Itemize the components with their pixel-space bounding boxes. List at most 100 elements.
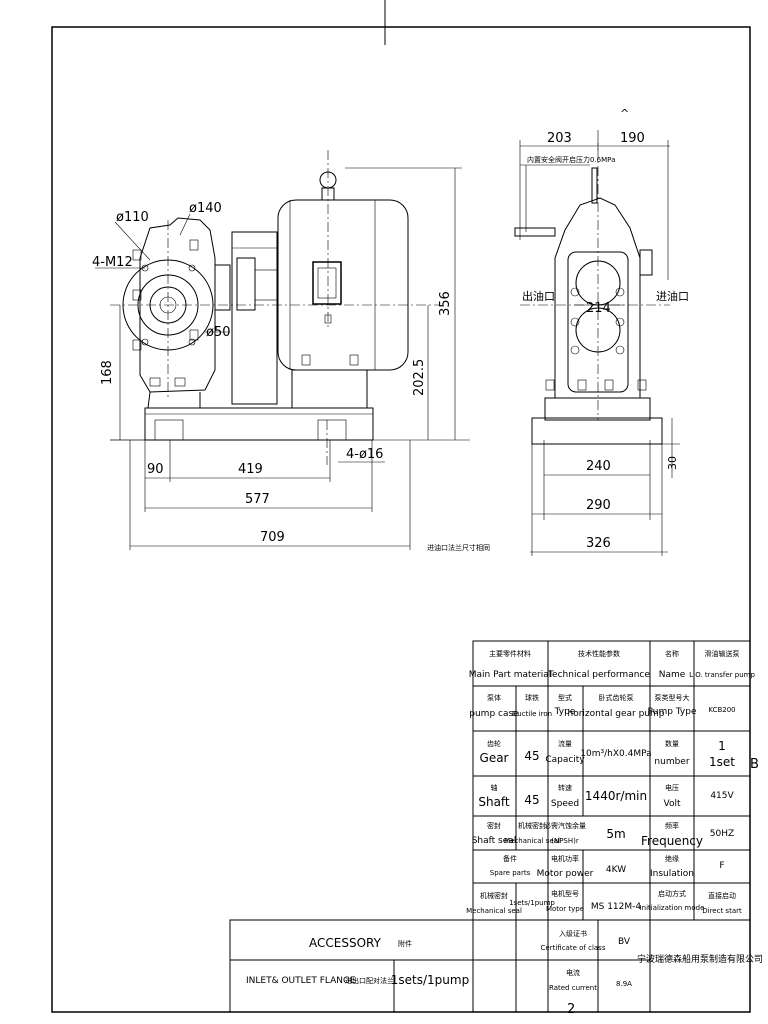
row3-spec-val: 415V — [710, 791, 734, 801]
dim-h202: 202.5 — [412, 359, 427, 396]
outlet-label: 出油口 — [522, 289, 555, 303]
accessory-title: ACCESSORY — [309, 936, 382, 950]
dim-h30: 30 — [666, 456, 679, 470]
row6-spec-en: Initialization mode — [640, 904, 705, 912]
coupling — [214, 231, 278, 405]
dim-h356: 356 — [438, 291, 453, 316]
dim-w203: 203 — [547, 131, 572, 146]
row5-perf-val: 4KW — [606, 865, 626, 875]
front-dimension-lines — [95, 167, 470, 550]
tech-perf-cn: 技术性能参数 — [578, 649, 620, 658]
row4-part-cn: 密封 — [487, 821, 501, 830]
row3-part-cn: 轴 — [491, 783, 498, 792]
front-view: ø110 ø140 4-M12 ø50 168 356 202.5 90 419… — [92, 150, 490, 552]
row4-spec-cn: 频率 — [665, 821, 679, 830]
name-value-cn: 滑油输送泵 — [705, 649, 740, 658]
row2-perf-val: 10m³/hX0.4MPa — [580, 749, 651, 759]
accessory-qty: 1sets/1pump — [391, 973, 469, 987]
row1-part-cn: 泵体 — [487, 693, 501, 702]
electric-motor — [277, 150, 409, 409]
row4-perf-en: (NPSH)r — [551, 837, 579, 845]
dim-w577: 577 — [245, 492, 270, 507]
margin-b: B — [750, 757, 759, 772]
row3-spec-cn: 电压 — [665, 783, 679, 792]
name-en: Name — [659, 670, 686, 680]
row6-mat-val: 1sets/1pump — [509, 899, 555, 907]
row1-perf-val-en: horizontal gear pump — [568, 709, 665, 719]
row1-spec-cn: 泵类型号大 — [655, 693, 690, 702]
row4-mat-cn: 机械密封 — [518, 821, 546, 830]
row4-spec-en: Frequency — [641, 834, 703, 848]
dim-h168: 168 — [100, 360, 115, 385]
row6-spec-val-en: Direct start — [702, 907, 742, 915]
company-name: 宁波瑞德森船用泵制造有限公司 — [637, 953, 763, 965]
name-value-en: L.O. transfer pump — [689, 671, 755, 679]
side-dimension-text: 203 190 内置安全阀开启压力0.6MPa 出油口 进油口 214 240 … — [522, 131, 759, 1017]
row6-part-en: Mechanical seal — [466, 907, 522, 915]
dim-w290: 290 — [586, 498, 611, 513]
name-cn: 名称 — [665, 649, 679, 658]
row2-perf-cn: 流量 — [558, 739, 572, 748]
row4-part-en: Shaft seal — [472, 836, 517, 846]
row2-spec-val: 1 — [718, 739, 726, 753]
relief-valve-note: 内置安全阀开启压力0.6MPa — [527, 155, 615, 164]
row5-part-en: Spare parts — [490, 869, 531, 877]
row2-spec-cn: 数量 — [665, 739, 679, 748]
row1-perf-val-cn: 卧式齿轮泵 — [599, 693, 634, 702]
row1-perf-en: Type — [554, 707, 576, 717]
front-dimension-text: ø110 ø140 4-M12 ø50 168 356 202.5 90 419… — [92, 201, 490, 552]
row1-perf-cn: 型式 — [558, 693, 572, 702]
dim-d50: ø50 — [206, 325, 231, 340]
accessory-item: INLET& OUTLET FLANGE — [246, 976, 356, 986]
dim-w214: 214 — [586, 301, 611, 316]
row6-perf-en: Motor type — [546, 905, 584, 913]
dim-d140: ø140 — [189, 201, 222, 216]
row5-perf-en: Motor power — [537, 869, 594, 879]
pump-body — [122, 217, 216, 409]
row5-spec-en: Insulation — [650, 869, 694, 879]
row4-perf-val: 5m — [606, 827, 625, 841]
dim-w419: 419 — [238, 462, 263, 477]
cert-cn: 入级证书 — [559, 929, 587, 938]
row1-mat-en: Ductile iron — [512, 710, 552, 718]
row6-spec-cn: 启动方式 — [658, 889, 686, 898]
row2-perf-en: Capacity — [545, 755, 585, 765]
row6-perf-cn: 电机型号 — [551, 889, 579, 898]
dim-bolts: 4-M12 — [92, 255, 133, 270]
cert-val: BV — [618, 937, 631, 947]
row5-spec-val: F — [719, 861, 724, 871]
row3-perf-val: 1440r/min — [585, 789, 647, 803]
row6-spec-val-cn: 直接启动 — [708, 891, 736, 900]
accessory-item-cn: 进出口配对法兰 — [345, 976, 394, 985]
page-number: 2 — [567, 1002, 575, 1017]
cert-en: Certificate of class — [541, 944, 606, 952]
accessory-cn: 附件 — [398, 939, 412, 948]
row1-spec-val: KCB200 — [708, 706, 735, 714]
row1-part-en: pump case — [469, 709, 519, 719]
current-val: 8.9A — [616, 980, 632, 988]
dim-w90: 90 — [147, 462, 164, 477]
row1-spec-en: Pump Type — [648, 707, 697, 717]
row4-mat-en: Mechanical seal — [504, 837, 560, 845]
side-view: ^ — [514, 107, 680, 556]
main-material-en: Main Part material — [469, 670, 552, 680]
title-block — [229, 640, 751, 1013]
dim-w190: 190 — [620, 131, 645, 146]
row3-perf-cn: 转速 — [558, 783, 572, 792]
row3-mat-val: 45 — [524, 793, 539, 807]
row5-spec-cn: 绝缘 — [665, 854, 679, 863]
dim-d110: ø110 — [116, 210, 149, 225]
row6-perf-val: MS 112M-4 — [591, 902, 642, 912]
row3-part-en: Shaft — [478, 795, 510, 809]
row2-part-cn: 齿轮 — [487, 739, 501, 748]
current-cn: 电流 — [566, 968, 580, 977]
inlet-label: 进油口 — [656, 289, 689, 303]
dim-w709: 709 — [260, 530, 285, 545]
dim-w326: 326 — [586, 536, 611, 551]
current-en: Rated current — [549, 984, 597, 992]
sheet-border — [51, 0, 751, 1013]
row3-spec-en: Volt — [664, 799, 681, 809]
dim-holes: 4-ø16 — [346, 447, 383, 462]
row6-part-cn: 机械密封 — [480, 891, 508, 900]
